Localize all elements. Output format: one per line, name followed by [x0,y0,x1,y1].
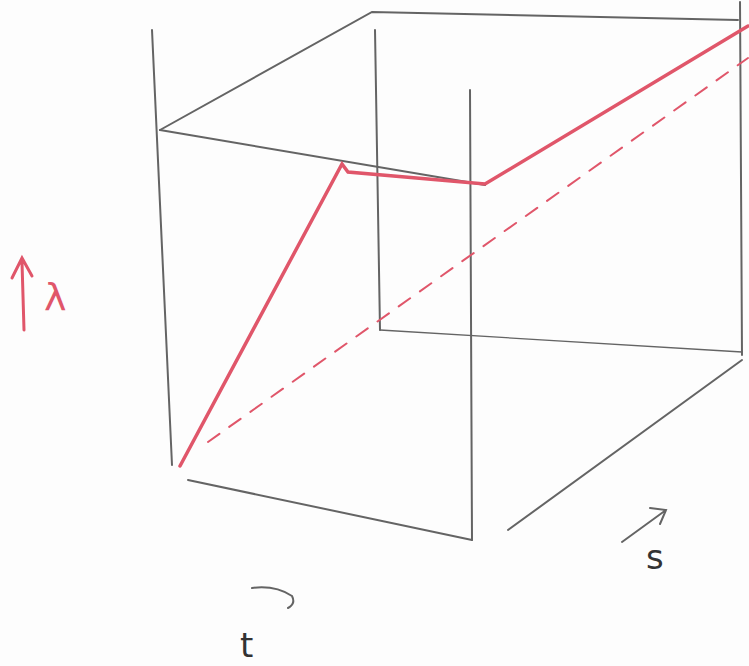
axis-arrow [252,587,293,608]
bottom-edge [380,330,742,352]
red-dashed-path [208,58,748,442]
lambda-arrow [12,258,32,330]
red-path [180,26,748,466]
axis-label: λ [44,278,67,316]
axis-label: t [240,628,253,662]
top-edge [160,12,738,130]
bottom-edge [508,360,742,530]
vertical-edge [152,30,172,465]
vertical-edge [470,90,472,540]
axis-label: s [646,540,664,574]
vertical-edge [740,2,742,355]
axis-arrow [622,508,666,542]
vertical-edge [375,30,380,330]
top-edge [160,130,485,185]
bottom-edge [188,480,472,540]
